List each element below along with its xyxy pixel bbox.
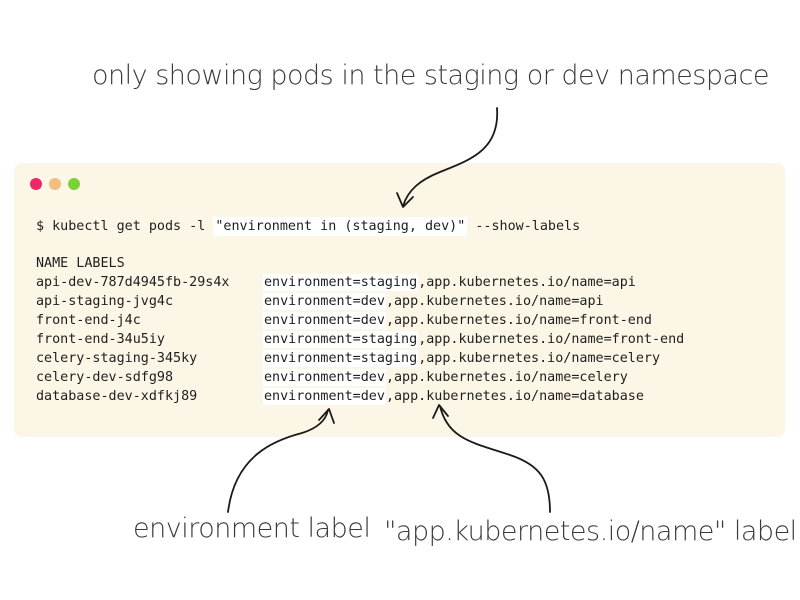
pod-name: api-dev-787d4945fb-29s4x xyxy=(36,275,230,290)
command-prefix: $ kubectl get pods -l xyxy=(36,219,214,234)
command-line: $ kubectl get pods -l "environment in (s… xyxy=(36,217,684,236)
terminal-window: $ kubectl get pods -l "environment in (s… xyxy=(14,163,785,437)
minimize-dot-icon xyxy=(49,178,61,190)
close-dot-icon xyxy=(30,178,42,190)
app-name-label: ,app.kubernetes.io/name=celery xyxy=(418,351,661,366)
maximize-dot-icon xyxy=(68,178,80,190)
pod-name: front-end-j4c xyxy=(36,313,141,328)
annotation-namespace-note: only showing pods in the staging or dev … xyxy=(92,60,770,91)
pod-row: celery-staging-345ky environment=staging,… xyxy=(36,349,684,368)
table-header: NAME LABELS xyxy=(36,256,125,271)
label-selector: "environment in (staging, dev)" xyxy=(213,217,468,236)
annotation-app-name-label: "app.kubernetes.io/name" label xyxy=(384,516,797,547)
terminal-output: $ kubectl get pods -l "environment in (s… xyxy=(36,217,684,406)
pod-list: api-dev-787d4945fb-29s4x environment=stag… xyxy=(36,273,684,406)
pod-row: api-dev-787d4945fb-29s4x environment=stag… xyxy=(36,273,684,292)
pod-name: database-dev-xdfkj89 xyxy=(36,389,198,404)
environment-label: environment=dev xyxy=(263,312,386,329)
environment-label: environment=dev xyxy=(263,388,386,405)
pod-row: front-end-34u5iy environment=staging,app.… xyxy=(36,330,684,349)
pod-row: celery-dev-sdfg98 environment=dev,app.kub… xyxy=(36,368,684,387)
pod-row: front-end-j4c environment=dev,app.kuberne… xyxy=(36,311,684,330)
pod-name: front-end-34u5iy xyxy=(36,332,165,347)
app-name-label: ,app.kubernetes.io/name=database xyxy=(385,389,644,404)
pod-name: celery-dev-sdfg98 xyxy=(36,370,174,385)
app-name-label: ,app.kubernetes.io/name=api xyxy=(418,275,636,290)
window-controls xyxy=(30,178,80,190)
environment-label: environment=staging xyxy=(263,350,419,367)
environment-label: environment=staging xyxy=(263,331,419,348)
command-suffix: --show-labels xyxy=(467,219,581,234)
annotation-environment-label: environment label xyxy=(133,513,371,544)
environment-label: environment=dev xyxy=(263,369,386,386)
pod-name: api-staging-jvg4c xyxy=(36,294,174,309)
app-name-label: ,app.kubernetes.io/name=front-end xyxy=(385,313,652,328)
pod-row: database-dev-xdfkj89 environment=dev,app.… xyxy=(36,387,684,406)
app-name-label: ,app.kubernetes.io/name=api xyxy=(385,294,604,309)
app-name-label: ,app.kubernetes.io/name=celery xyxy=(385,370,628,385)
app-name-label: ,app.kubernetes.io/name=front-end xyxy=(418,332,685,347)
environment-label: environment=staging xyxy=(263,274,419,291)
environment-label: environment=dev xyxy=(263,293,386,310)
pod-row: api-staging-jvg4c environment=dev,app.kub… xyxy=(36,292,684,311)
pod-name: celery-staging-345ky xyxy=(36,351,198,366)
